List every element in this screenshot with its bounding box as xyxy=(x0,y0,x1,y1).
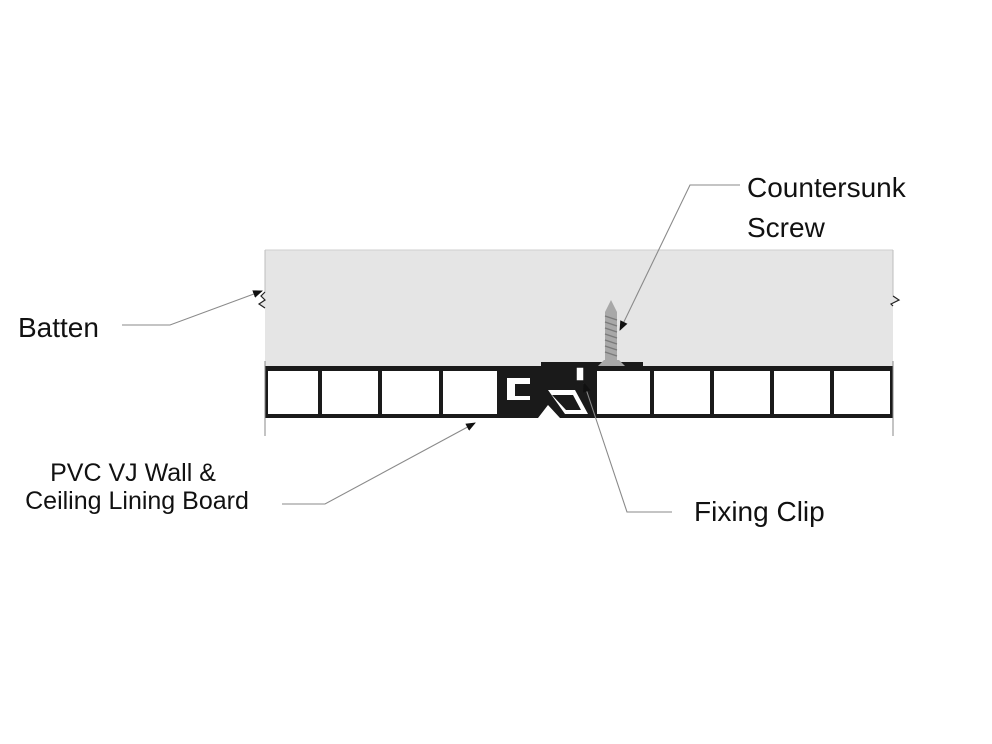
pvc-board-label-line2: Ceiling Lining Board xyxy=(25,487,249,515)
fixing-clip-leader xyxy=(583,382,672,513)
board-joint xyxy=(497,366,595,418)
pvc-board-leader xyxy=(282,422,476,505)
countersunk-screw-label-line2: Screw xyxy=(747,212,826,243)
batten-leader xyxy=(122,290,263,326)
batten-label: Batten xyxy=(18,312,99,343)
batten xyxy=(259,250,899,366)
fixing-clip-label: Fixing Clip xyxy=(694,496,825,527)
fixing-clip xyxy=(541,362,643,391)
pvc-board-right xyxy=(592,366,893,418)
countersunk-screw xyxy=(598,300,625,366)
pvc-board-left xyxy=(265,366,505,418)
batten-right-break xyxy=(889,295,901,307)
countersunk-leader xyxy=(619,184,740,331)
pvc-board-label-line1: PVC VJ Wall & xyxy=(50,459,216,487)
countersunk-screw-label-line1: Countersunk xyxy=(747,172,907,203)
